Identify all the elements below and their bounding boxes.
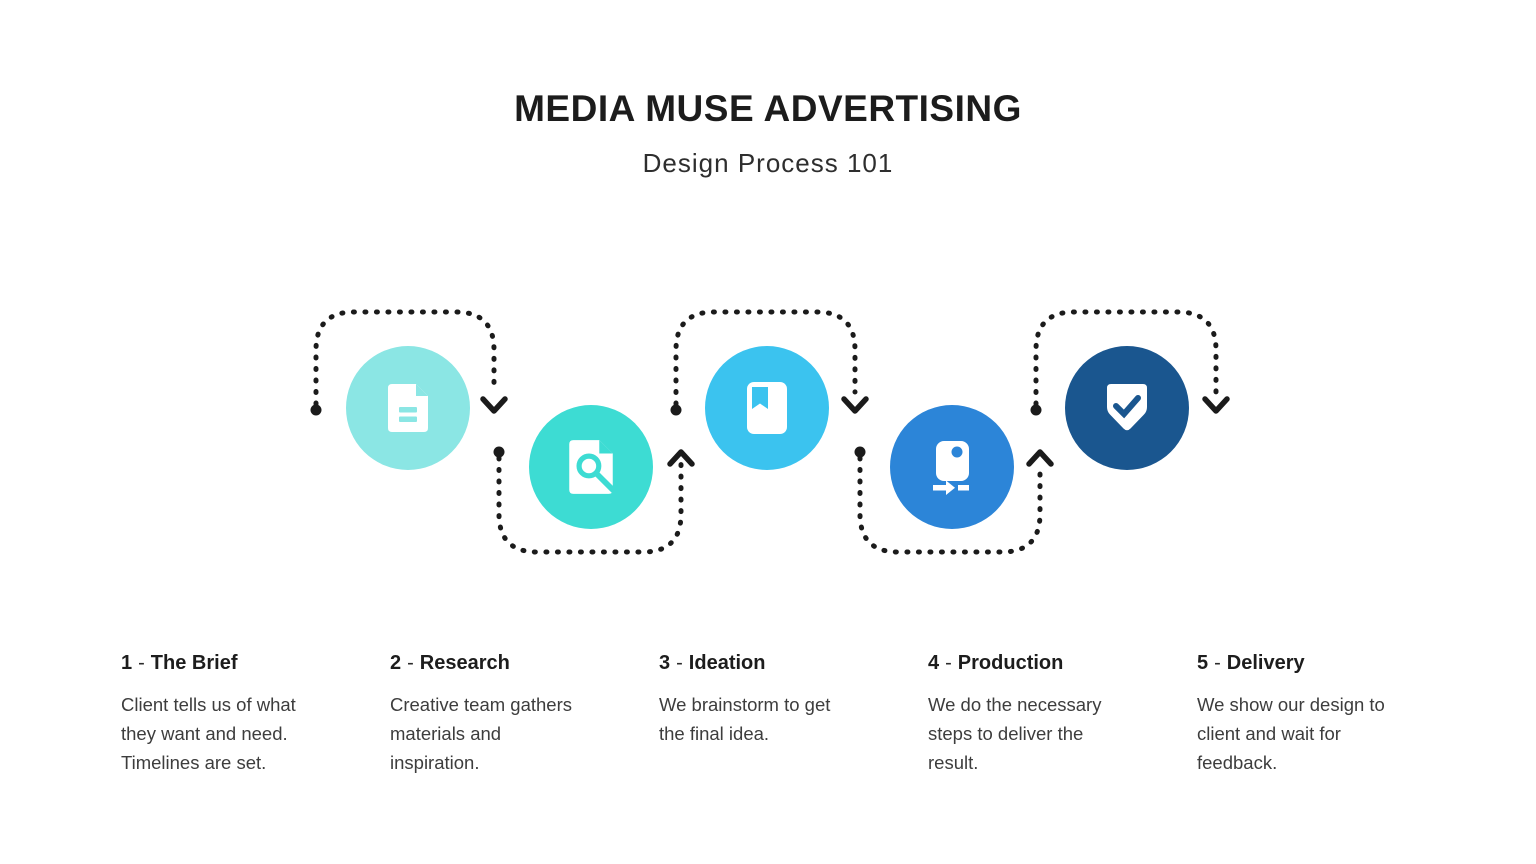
connector-arc-under-step4 [857, 455, 1043, 555]
step-name: Ideation [688, 652, 766, 674]
heading-separator: - [138, 652, 145, 674]
step-number: 5 [1197, 652, 1209, 674]
step-circle-research [529, 405, 653, 529]
arrow-down-icon [480, 396, 508, 414]
step-circle-ideation [705, 346, 829, 470]
book-bookmark-icon [747, 382, 787, 434]
heading-separator: - [676, 652, 683, 674]
step-label-production: 4-Production We do the necessary steps t… [928, 652, 1180, 777]
step-heading: 3-Ideation [659, 652, 911, 675]
step-label-brief: 1-The Brief Client tells us of what they… [121, 652, 373, 777]
step-circle-brief [346, 346, 470, 470]
step-description: We brainstorm to get the final idea. [659, 694, 831, 744]
connector-arc-over-step5 [1033, 309, 1219, 407]
start-dot [310, 404, 322, 416]
start-dot [670, 404, 682, 416]
step-description: Client tells us of what they want and ne… [121, 694, 296, 773]
step-heading: 5-Delivery [1197, 652, 1449, 675]
document-icon [388, 384, 428, 432]
step-description: Creative team gathers materials and insp… [390, 694, 573, 773]
start-dot [854, 446, 866, 458]
heading-separator: - [1214, 652, 1221, 674]
connector-arc-over-step3 [673, 309, 858, 407]
step-heading: 2-Research [390, 652, 642, 675]
heading-separator: - [945, 652, 952, 674]
arrow-down-icon [841, 396, 869, 414]
page-title: MEDIA MUSE ADVERTISING [514, 88, 1022, 129]
step-description: We do the necessary steps to deliver the… [928, 694, 1102, 773]
step-number: 1 [121, 652, 133, 674]
page-subtitle: Design Process 101 [642, 148, 894, 178]
step-description: We show our design to client and wait fo… [1197, 694, 1385, 773]
connector-start-dots [310, 404, 1042, 458]
start-dot [493, 446, 505, 458]
step-label-delivery: 5-Delivery We show our design to client … [1197, 652, 1449, 777]
step-name: Delivery [1226, 652, 1305, 674]
step-name: Production [957, 652, 1064, 674]
connector-arc-over-step1 [313, 309, 497, 407]
device-export-icon [933, 441, 969, 495]
heading-separator: - [407, 652, 414, 674]
step-number: 3 [659, 652, 671, 674]
document-search-icon [569, 440, 616, 494]
header: MEDIA MUSE ADVERTISING Design Process 10… [0, 0, 1536, 179]
step-number: 4 [928, 652, 940, 674]
step-heading: 1-The Brief [121, 652, 373, 675]
arrow-up-icon [667, 449, 695, 467]
step-label-research: 2-Research Creative team gathers materia… [390, 652, 642, 777]
step-label-ideation: 3-Ideation We brainstorm to get the fina… [659, 652, 911, 748]
step-number: 2 [390, 652, 402, 674]
arrow-down-icon [1202, 396, 1230, 414]
step-heading: 4-Production [928, 652, 1180, 675]
arrow-up-icon [1026, 449, 1054, 467]
step-name: Research [419, 652, 510, 674]
shield-check-icon [1107, 384, 1147, 431]
connector-paths [313, 309, 1219, 555]
connector-arc-under-step2 [496, 455, 684, 555]
step-circle-production [890, 405, 1014, 529]
step-name: The Brief [150, 652, 238, 674]
connector-arrowheads [480, 396, 1230, 467]
step-circle-delivery [1065, 346, 1189, 470]
start-dot [1030, 404, 1042, 416]
